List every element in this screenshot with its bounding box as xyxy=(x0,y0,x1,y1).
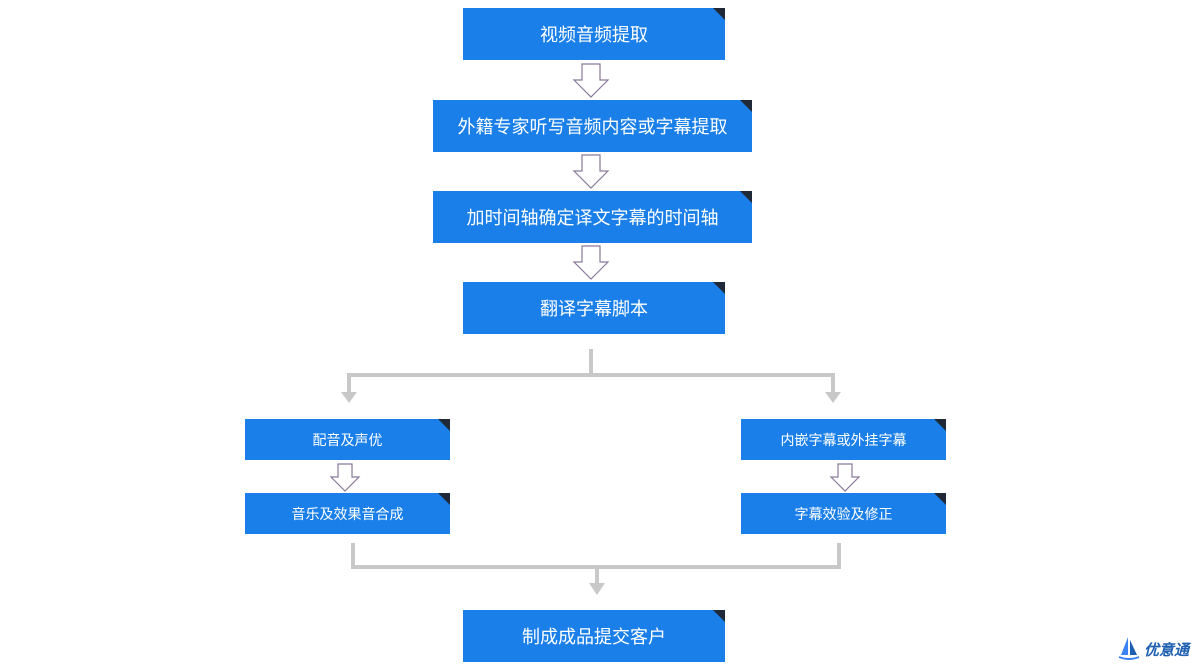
step-label: 配音及声优 xyxy=(312,432,383,449)
arrowhead-icon xyxy=(589,583,605,595)
step-box-translate: 翻译字幕脚本 xyxy=(463,282,725,334)
down-arrow-icon xyxy=(572,63,610,98)
step-label: 字幕效验及修正 xyxy=(794,506,893,523)
merge-connector xyxy=(351,543,841,588)
step-label: 加时间轴确定译文字幕的时间轴 xyxy=(466,208,719,229)
step-box-embed: 内嵌字幕或外挂字幕 xyxy=(741,419,946,460)
step-box-deliver: 制成成品提交客户 xyxy=(463,610,725,662)
step-box-timeline: 加时间轴确定译文字幕的时间轴 xyxy=(433,191,752,243)
step-box-dictation: 外籍专家听写音频内容或字幕提取 xyxy=(433,100,752,152)
step-box-extract: 视频音频提取 xyxy=(463,8,725,60)
arrowhead-icon xyxy=(825,392,841,403)
branch-connector xyxy=(347,349,835,397)
step-label: 内嵌字幕或外挂字幕 xyxy=(780,432,907,449)
step-label: 外籍专家听写音频内容或字幕提取 xyxy=(457,117,728,138)
step-label: 视频音频提取 xyxy=(540,25,648,46)
down-arrow-icon xyxy=(329,463,361,492)
step-box-dubbing: 配音及声优 xyxy=(245,419,450,460)
step-box-verify: 字幕效验及修正 xyxy=(741,493,946,534)
step-label: 翻译字幕脚本 xyxy=(540,299,648,320)
brand-logo: 优意通 xyxy=(1118,636,1189,662)
sail-logo-icon xyxy=(1118,637,1140,660)
arrowhead-icon xyxy=(341,392,357,403)
down-arrow-icon xyxy=(572,245,610,280)
step-box-music: 音乐及效果音合成 xyxy=(245,493,450,534)
down-arrow-icon xyxy=(829,463,861,492)
logo-text: 优意通 xyxy=(1144,640,1190,659)
step-label: 音乐及效果音合成 xyxy=(291,506,404,523)
down-arrow-icon xyxy=(572,154,610,189)
step-label: 制成成品提交客户 xyxy=(522,627,666,648)
